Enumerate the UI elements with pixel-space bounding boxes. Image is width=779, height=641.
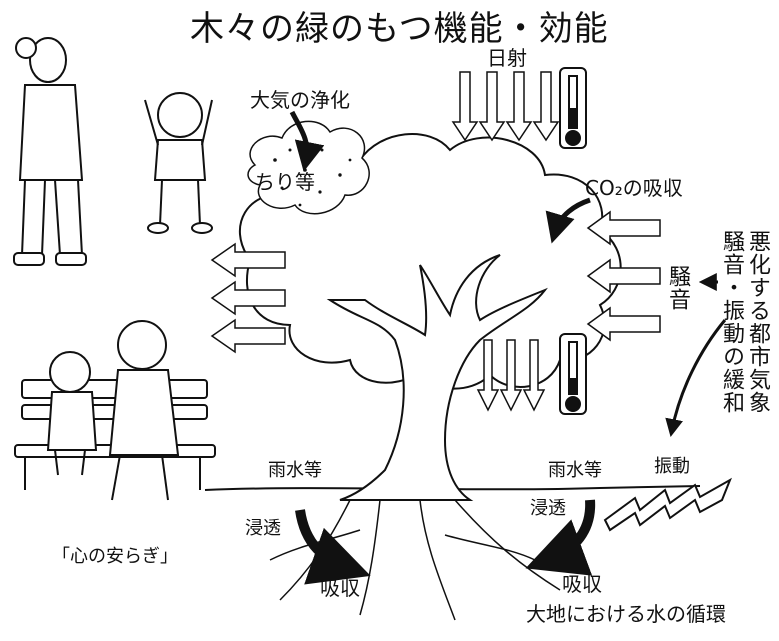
co2-arrow (545, 197, 591, 244)
absorption-left-label: 吸収 (320, 576, 360, 600)
solar-arrows (451, 71, 560, 142)
co2-absorption-label: CO₂の吸収 (585, 176, 683, 200)
tree-trunk (326, 254, 548, 501)
tree-roots (269, 499, 561, 621)
infiltration-left-label: 浸透 (245, 518, 281, 539)
man-figure (13, 37, 87, 266)
rainwater-right-label: 雨水等 (548, 460, 602, 481)
child-figure (144, 92, 213, 234)
infiltration-right-label: 浸透 (530, 498, 566, 519)
peace-of-mind-label: 「心の安らぎ」 (52, 546, 178, 567)
bench-scene (14, 320, 216, 501)
absorption-right-label: 吸収 (562, 572, 602, 596)
urban-climate-label: 悪化する都市気象 (745, 230, 770, 414)
water-cycle-label: 大地における水の循環 (526, 602, 726, 626)
air-purify-arrow (289, 110, 325, 172)
air-purification-label: 大気の浄化 (250, 88, 350, 112)
thermometer-icon (559, 333, 587, 415)
noise-label: 騒音 (665, 265, 690, 311)
noise-arrows (586, 210, 661, 342)
shade-arrows (476, 339, 546, 412)
air-outflow-arrows (210, 242, 286, 354)
noise-vibration-label: 騒音・振動の緩和 (719, 230, 744, 414)
rainwater-left-label: 雨水等 (268, 460, 322, 481)
zigzag-vibration-icon (603, 477, 732, 532)
infiltration-right-arrow (525, 499, 596, 576)
thermometer-icon (559, 67, 587, 149)
page-title: 木々の緑のもつ機能・効能 (190, 9, 609, 49)
climate-arrow (665, 319, 727, 438)
dust-label: ちり等 (255, 170, 315, 194)
infiltration-left-arrow (295, 509, 371, 585)
vibration-label: 振動 (654, 456, 690, 477)
solar-label: 日射 (487, 46, 527, 70)
